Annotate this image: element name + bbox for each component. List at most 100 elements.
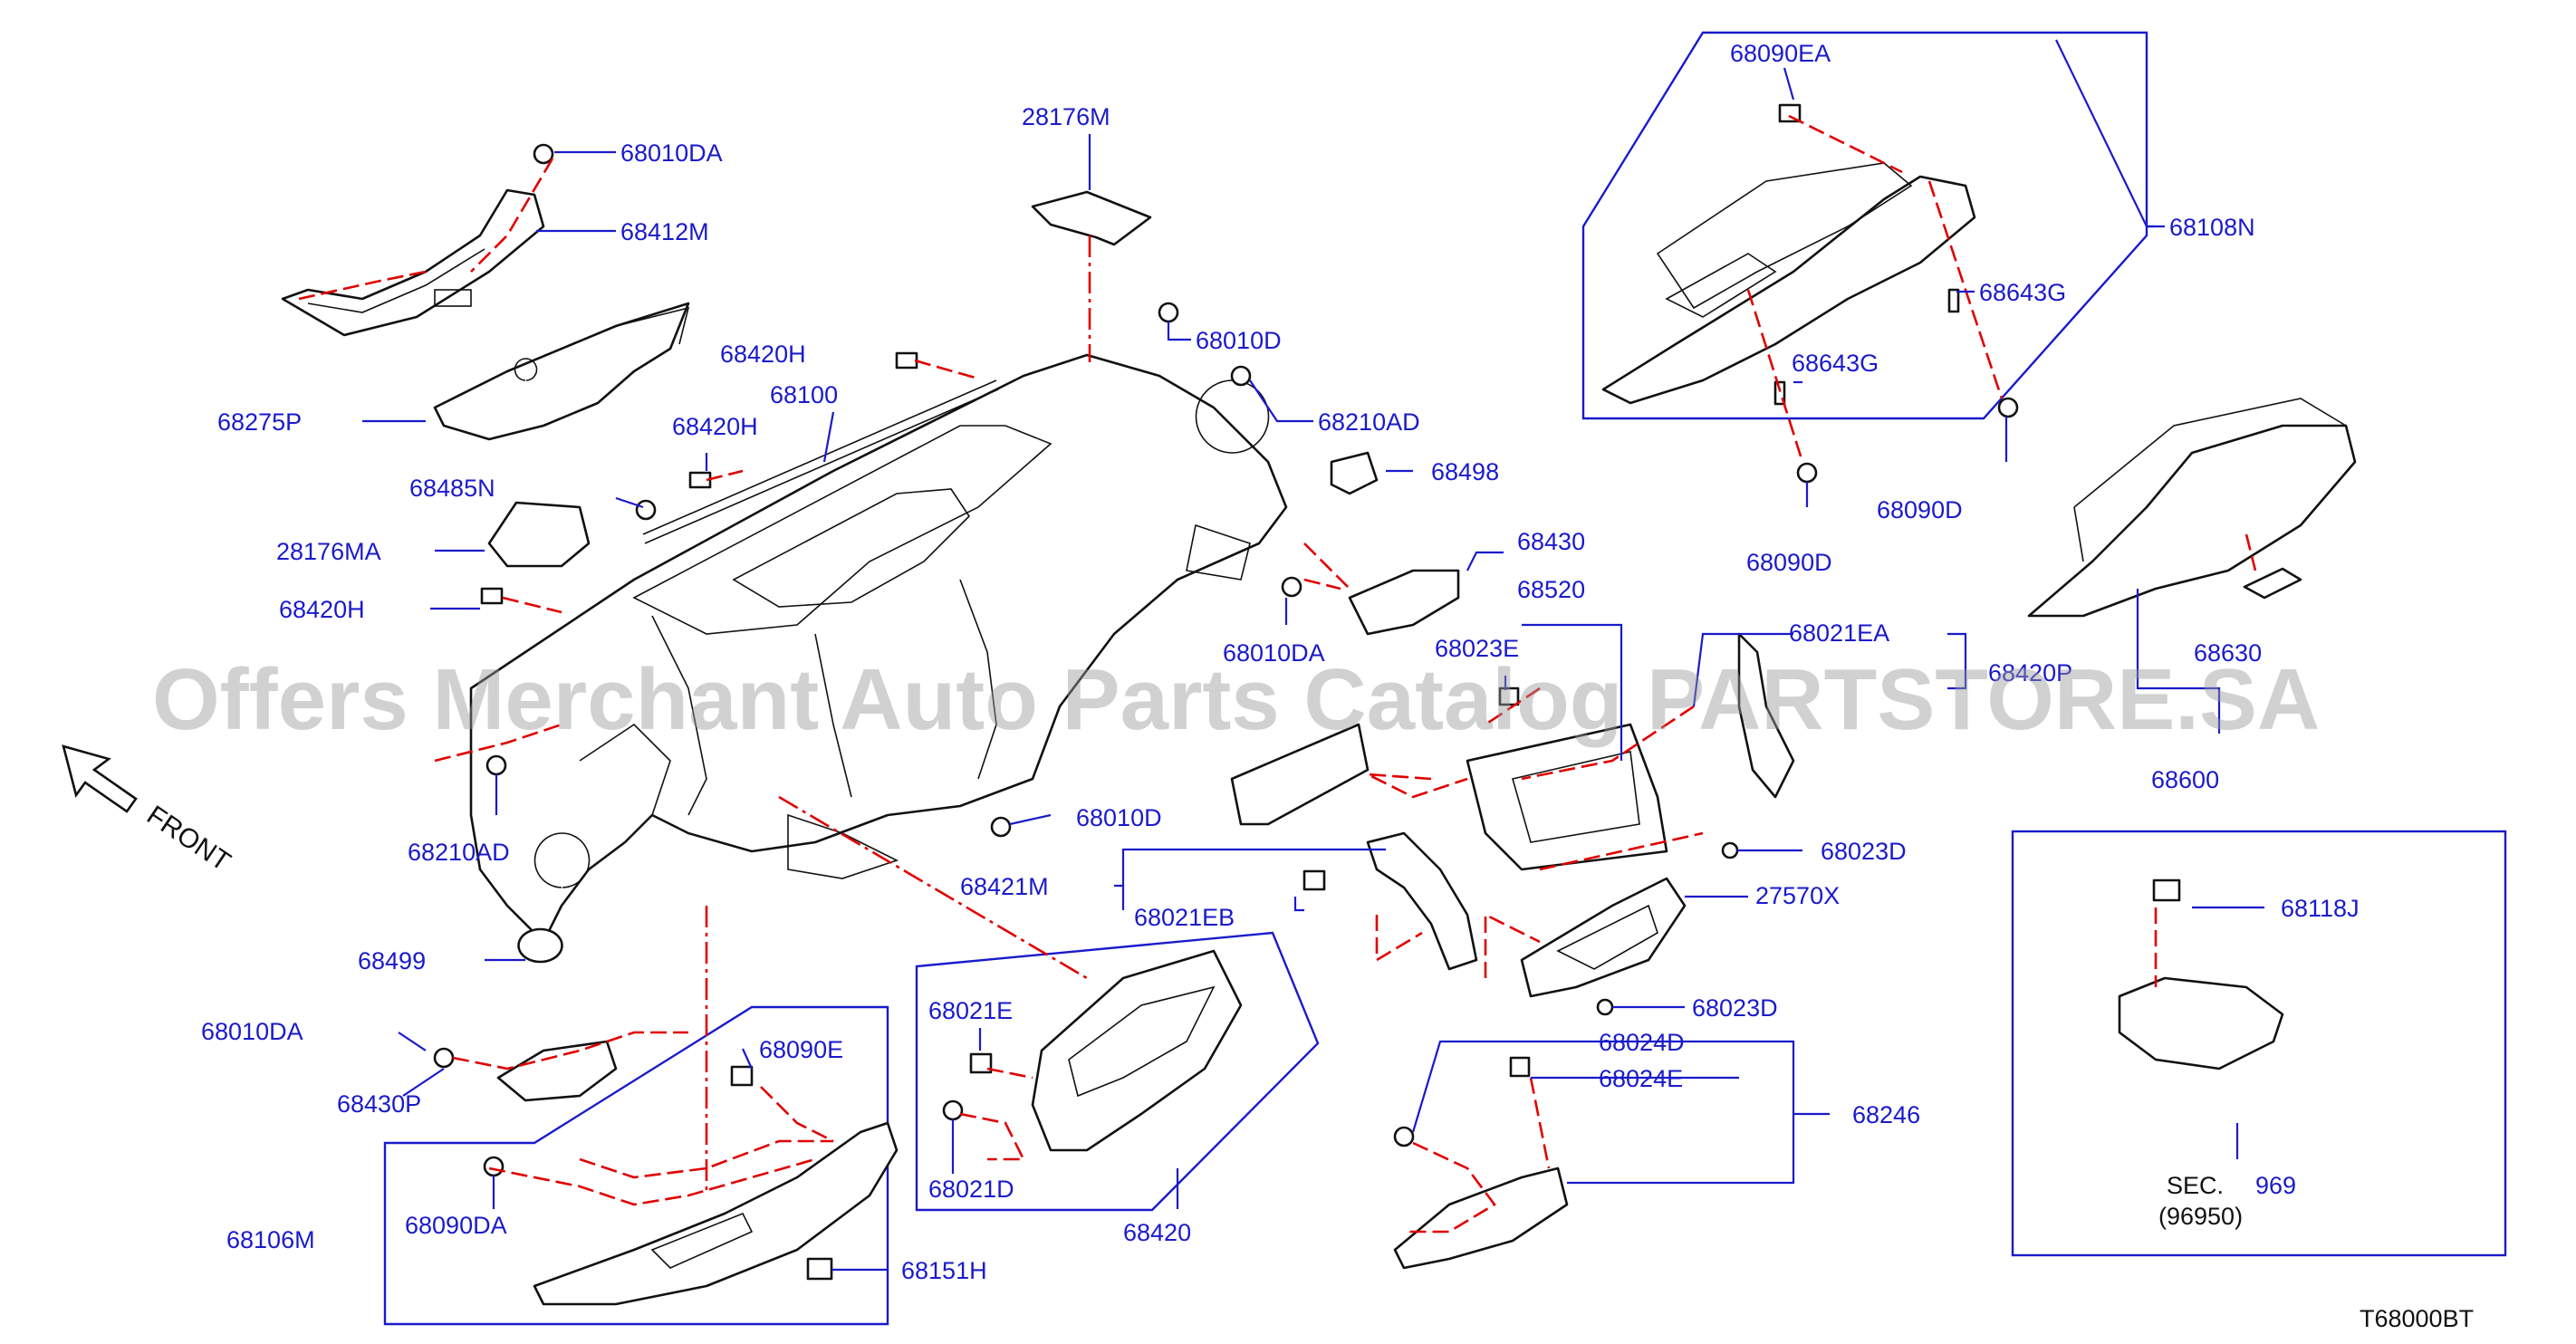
part-68498	[1330, 451, 1379, 495]
clip-68643G-b	[1773, 380, 1786, 406]
label-68021EB: 68021EB	[1134, 904, 1235, 931]
label-68421M: 68421M	[960, 873, 1049, 900]
label-68024D: 68024D	[1599, 1029, 1685, 1056]
part-28176M	[1031, 190, 1152, 246]
label-68275P: 68275P	[217, 408, 302, 436]
label-68498: 68498	[1431, 458, 1499, 485]
clip-68485N	[635, 499, 657, 521]
label-27570X: 27570X	[1755, 882, 1840, 909]
screw-68210AD-low	[485, 754, 507, 776]
frame-console-sec	[2011, 830, 2507, 1257]
watermark: Offers Merchant Auto Parts Catalog PARTS…	[152, 651, 2320, 748]
screw-68010DA-top	[533, 143, 554, 165]
part-68246	[1393, 1166, 1569, 1270]
part-68630	[2243, 567, 2302, 600]
clip-68420H-a	[895, 351, 918, 370]
clip-68420H-c	[480, 587, 504, 605]
label-68021E: 68021E	[928, 997, 1013, 1024]
label-68023D-b: 68023D	[1692, 994, 1778, 1022]
part-68600	[2027, 398, 2357, 618]
screw-68246	[1393, 1126, 1415, 1147]
label-68420H-c: 68420H	[279, 596, 365, 623]
label-68420H-b: 68420H	[672, 413, 758, 440]
clip-68643G-a	[1947, 288, 1960, 313]
diagram-code: T68000BT	[2360, 1305, 2474, 1332]
label-68108N: 68108N	[2169, 214, 2255, 241]
label-68021EA: 68021EA	[1789, 619, 1889, 647]
clip-68021EB	[1302, 869, 1326, 891]
label-68520: 68520	[1517, 576, 1585, 603]
label-68024E: 68024E	[1599, 1065, 1683, 1092]
part-68499	[517, 927, 563, 964]
label-68151H: 68151H	[901, 1257, 987, 1284]
part-68420P	[1466, 723, 1668, 871]
part-68520	[1230, 723, 1370, 826]
part-68430P	[496, 1040, 618, 1102]
screw-68010DA-mid	[1281, 576, 1302, 598]
label-68023D-a: 68023D	[1821, 838, 1907, 865]
label-68010DA-low: 68010DA	[201, 1018, 303, 1045]
screw-68023D-a	[1721, 841, 1739, 859]
frame-cluster-lid	[915, 931, 1320, 1212]
label-68485N: 68485N	[409, 475, 495, 502]
label-68023E: 68023E	[1435, 635, 1519, 662]
part-68275P	[433, 302, 690, 441]
part-68021EA	[1737, 632, 1795, 799]
label-68090D-b: 68090D	[1746, 549, 1832, 576]
screw-68010D-top	[1158, 302, 1179, 323]
screw-68023D-b	[1596, 998, 1614, 1016]
label-68420P: 68420P	[1988, 659, 2072, 686]
label-68090EA: 68090EA	[1730, 40, 1831, 67]
label-68021D: 68021D	[928, 1176, 1014, 1203]
clip-68090EA	[1778, 103, 1802, 123]
frame-glovebox	[1581, 31, 2148, 420]
part-28176MA	[487, 501, 591, 568]
label-68499: 68499	[358, 947, 426, 974]
label-68010DA-top: 68010DA	[620, 139, 723, 167]
screw-68090DA	[483, 1156, 505, 1177]
label-68630: 68630	[2194, 639, 2262, 667]
label-68100: 68100	[770, 381, 838, 408]
front-label: FRONT	[141, 800, 235, 877]
label-68600: 68600	[2151, 766, 2219, 793]
label-68420H-a: 68420H	[720, 341, 806, 368]
part-68106M	[533, 1121, 899, 1306]
label-68090E: 68090E	[759, 1036, 843, 1063]
label-28176MA: 28176MA	[276, 538, 381, 565]
label-68643G-b: 68643G	[1792, 350, 1879, 377]
front-arrow-icon	[62, 744, 138, 813]
label-68430P: 68430P	[337, 1090, 421, 1118]
part-68108N-glovebox	[1601, 162, 1976, 405]
label-68090DA: 68090DA	[405, 1212, 507, 1239]
label-68246: 68246	[1852, 1101, 1920, 1128]
label-68210AD-b: 68210AD	[408, 839, 510, 866]
label-68643G-a: 68643G	[1979, 279, 2066, 306]
screw-68010DA-low	[433, 1047, 455, 1069]
label-68106M: 68106M	[226, 1226, 315, 1253]
clip-68151H	[806, 1257, 833, 1281]
label-sec-sub: (96950)	[2158, 1203, 2243, 1230]
label-68210AD-a: 68210AD	[1318, 408, 1420, 436]
clip-68021E	[969, 1052, 993, 1074]
label-68010D-a: 68010D	[1196, 327, 1282, 354]
label-68430: 68430	[1517, 528, 1585, 555]
label-68420: 68420	[1123, 1219, 1191, 1246]
screw-68090D-a	[1997, 397, 2019, 418]
part-68421M	[1366, 831, 1478, 971]
clip-68090E	[730, 1065, 754, 1087]
label-68118J: 68118J	[2281, 895, 2360, 922]
leader-lines	[362, 39, 2264, 1272]
screw-68090D-b	[1796, 462, 1818, 484]
screw-68010D-low	[990, 816, 1012, 838]
part-68420	[1031, 949, 1243, 1152]
label-sec-number: 969	[2255, 1172, 2296, 1199]
clip-68024E	[1509, 1056, 1531, 1078]
dashboard-main-panel	[469, 353, 1288, 944]
label-sec: SEC.	[2167, 1172, 2224, 1199]
label-28176M: 28176M	[1022, 103, 1110, 130]
label-68010DA-mid: 68010DA	[1223, 639, 1325, 667]
label-68412M: 68412M	[620, 218, 709, 245]
part-console-969	[2118, 976, 2284, 1070]
clip-68118J	[2152, 878, 2181, 902]
